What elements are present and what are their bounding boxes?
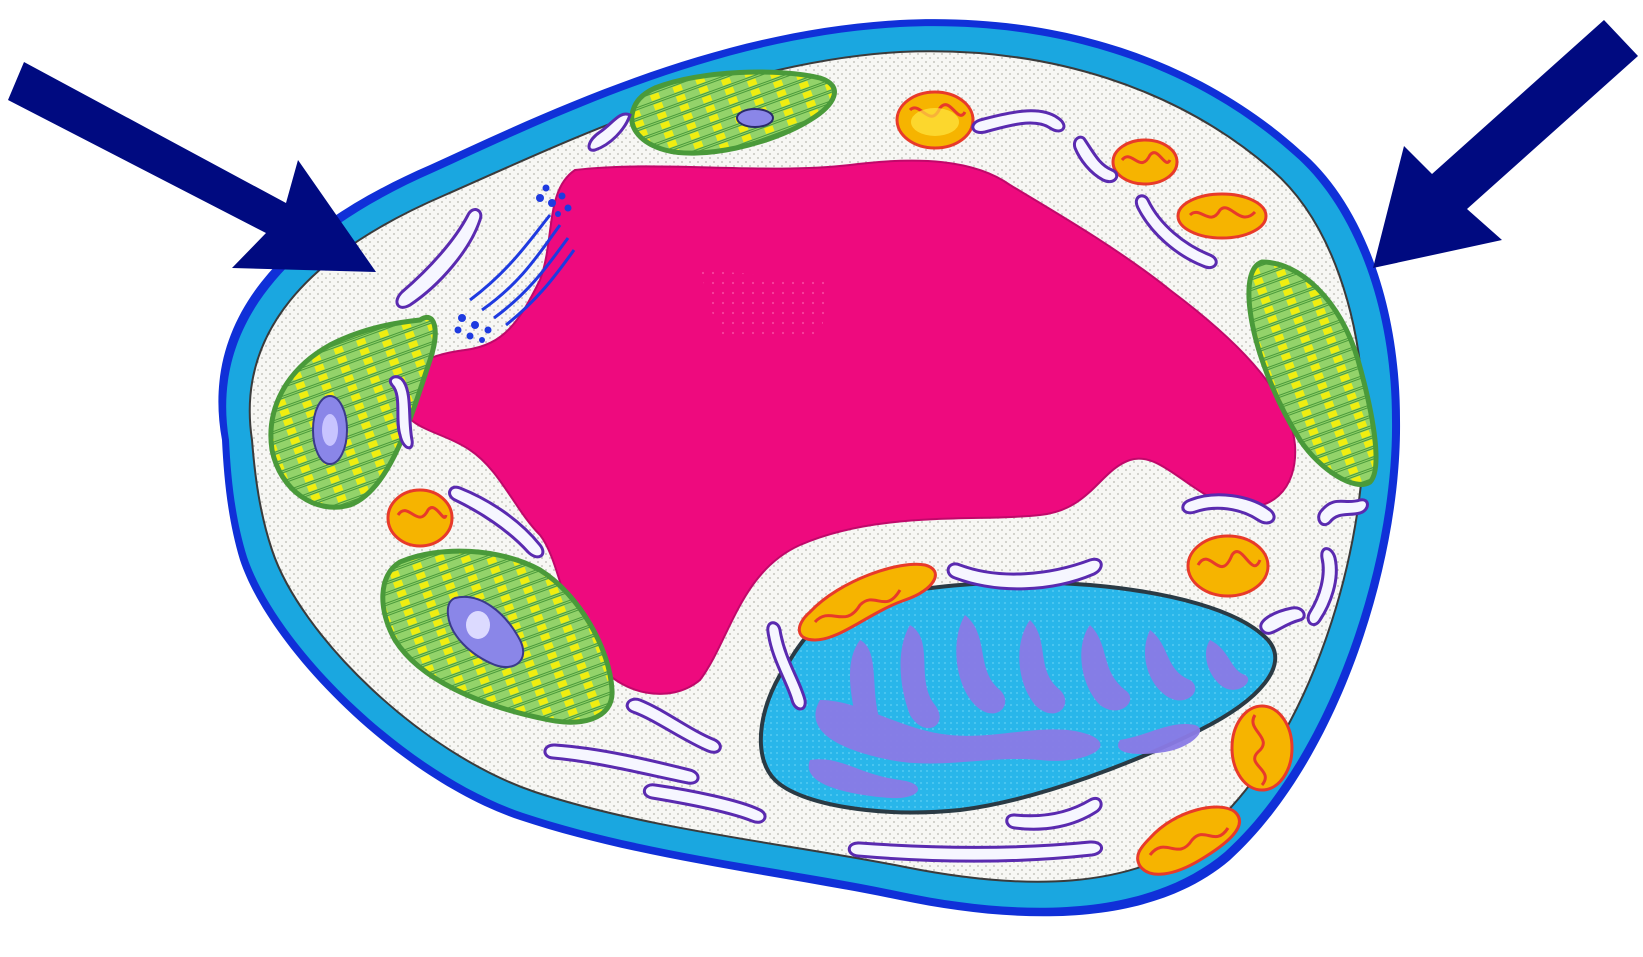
vacuole-texture: [700, 270, 830, 340]
right-arrow: [1373, 20, 1638, 268]
mitochondrion-3: [1178, 194, 1266, 238]
mitochondrion-2: [1113, 140, 1177, 184]
mitochondrion-1: [897, 92, 973, 148]
mitochondrion-6: [1188, 536, 1268, 596]
mitochondrion-7: [1232, 706, 1292, 790]
mitochondrion-4: [388, 490, 452, 546]
left-arrow: [8, 62, 376, 272]
